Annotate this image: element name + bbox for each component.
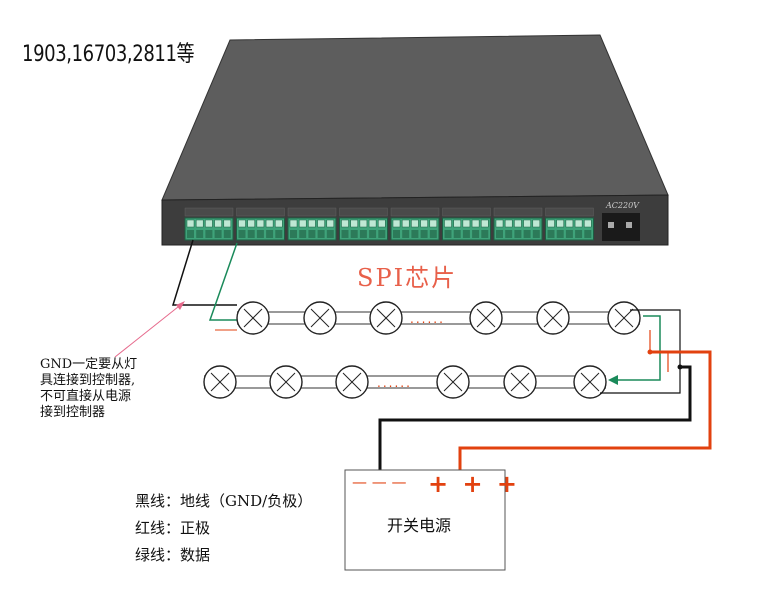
led-row-2: [203, 365, 607, 399]
led-pixel: [469, 301, 503, 335]
led-pixel: [269, 365, 303, 399]
led-pixel: [536, 301, 570, 335]
led-pixel: [369, 301, 403, 335]
terminal-block: [287, 207, 337, 241]
ps-plus-terminals: + + +: [428, 470, 520, 498]
power-supply-box: [344, 469, 506, 571]
ps-minus-terminals: — — —: [352, 473, 407, 491]
terminal-blocks: [184, 207, 594, 241]
terminal-block: [339, 207, 388, 241]
led-pixel: [503, 365, 537, 399]
power-socket: [602, 213, 640, 241]
gnd-note-line-1: GND一定要从灯: [40, 357, 138, 372]
led-pixel: [203, 365, 237, 399]
controller-box: AC220V: [161, 34, 669, 246]
led-pixel: [436, 365, 470, 399]
led-pixel: [303, 301, 337, 335]
gnd-note-line-4: 接到控制器: [40, 405, 106, 420]
terminal-block: [390, 207, 440, 241]
page-title: 1903,16703,2811等: [22, 42, 195, 67]
legend-green-wire: 绿线：数据: [135, 546, 211, 564]
data-wire-in: [208, 242, 238, 321]
legend-red-wire: 红线：正极: [135, 519, 211, 537]
ellipsis-row1: ......: [410, 312, 445, 326]
led-rows: [203, 301, 641, 399]
gnd-note-pointer: [114, 302, 184, 358]
ac-label: AC220V: [605, 201, 640, 210]
led-pixel: [335, 365, 369, 399]
terminal-block: [184, 207, 234, 241]
power-supply-label: 开关电源: [387, 516, 452, 535]
gnd-note-line-2: 具连接到控制器,: [40, 373, 136, 388]
led-pixel: [236, 301, 270, 335]
data-arrow: [608, 375, 618, 385]
chip-label: SPI芯片: [357, 264, 458, 292]
red-supply-wire: [458, 350, 712, 470]
terminal-block: [493, 207, 543, 241]
gnd-note-line-3: 不可直接从电源: [40, 389, 132, 404]
return-data-wire: [610, 315, 661, 381]
led-pixel: [573, 365, 607, 399]
led-pixel: [607, 301, 641, 335]
led-row-1: [236, 301, 641, 335]
terminal-block: [236, 207, 285, 241]
pointer-arrowhead: [176, 301, 185, 310]
ellipsis-row2: ......: [377, 376, 412, 390]
terminal-block: [442, 207, 491, 241]
terminal-block: [545, 207, 594, 241]
black-supply-wire: [378, 365, 692, 470]
legend-black-wire: 黑线：地线（GND/负极）: [135, 492, 313, 510]
